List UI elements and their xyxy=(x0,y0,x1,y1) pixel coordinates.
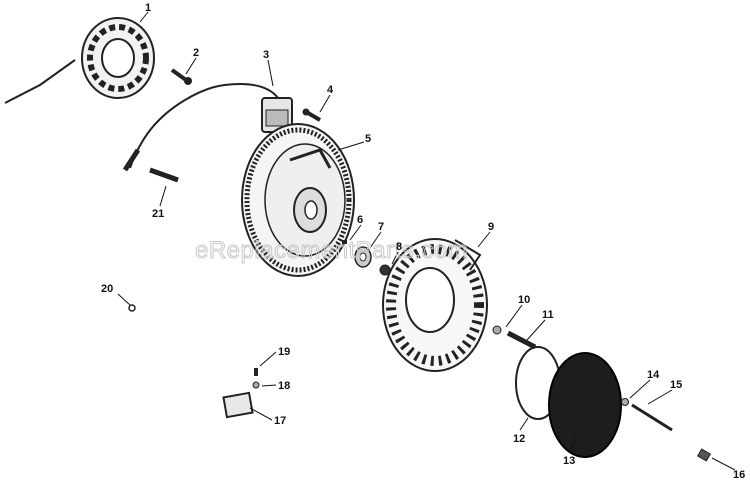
callout-20: 20 xyxy=(101,283,113,295)
part-spark-plug xyxy=(149,167,179,183)
part-cooling-fan xyxy=(382,238,488,372)
callout-17: 17 xyxy=(274,415,286,427)
part-grass-screen xyxy=(548,352,622,458)
callout-21: 21 xyxy=(152,208,164,220)
part-washer-10 xyxy=(492,325,502,335)
part-pin-11 xyxy=(506,330,537,350)
callout-14: 14 xyxy=(647,369,660,381)
part-rectifier xyxy=(222,391,254,419)
callout-8: 8 xyxy=(396,241,402,253)
callout-1: 1 xyxy=(145,2,151,14)
part-stator xyxy=(4,17,155,104)
part-clip-20 xyxy=(128,304,136,312)
callout-5: 5 xyxy=(365,133,371,145)
callout-4: 4 xyxy=(327,84,334,96)
watermark: eReplacementParts.com xyxy=(195,237,468,264)
callout-7: 7 xyxy=(378,221,384,233)
callout-10: 10 xyxy=(518,294,530,306)
callout-16: 16 xyxy=(733,469,745,481)
callout-18: 18 xyxy=(278,380,290,392)
part-ignition-module xyxy=(122,82,293,172)
part-key-6 xyxy=(342,240,347,244)
callout-labels: 1 2 3 4 5 6 7 8 9 10 11 12 13 14 15 16 1… xyxy=(101,2,745,481)
part-washer-7 xyxy=(354,246,372,268)
part-screw-4 xyxy=(302,108,322,122)
callout-13: 13 xyxy=(563,455,575,467)
callout-15: 15 xyxy=(670,379,682,391)
callout-6: 6 xyxy=(357,214,363,226)
part-flywheel xyxy=(241,123,355,277)
part-spacer-16 xyxy=(696,448,712,462)
part-screw-2 xyxy=(170,68,192,85)
callout-12: 12 xyxy=(513,433,525,445)
part-washer-14 xyxy=(621,398,629,406)
callout-3: 3 xyxy=(263,49,269,61)
callout-11: 11 xyxy=(542,309,554,321)
callout-2: 2 xyxy=(193,47,199,59)
part-bolt-15 xyxy=(631,403,673,432)
leader-lines xyxy=(117,11,736,471)
callout-9: 9 xyxy=(488,221,494,233)
callout-19: 19 xyxy=(278,346,290,358)
part-washer-18 xyxy=(252,381,260,389)
